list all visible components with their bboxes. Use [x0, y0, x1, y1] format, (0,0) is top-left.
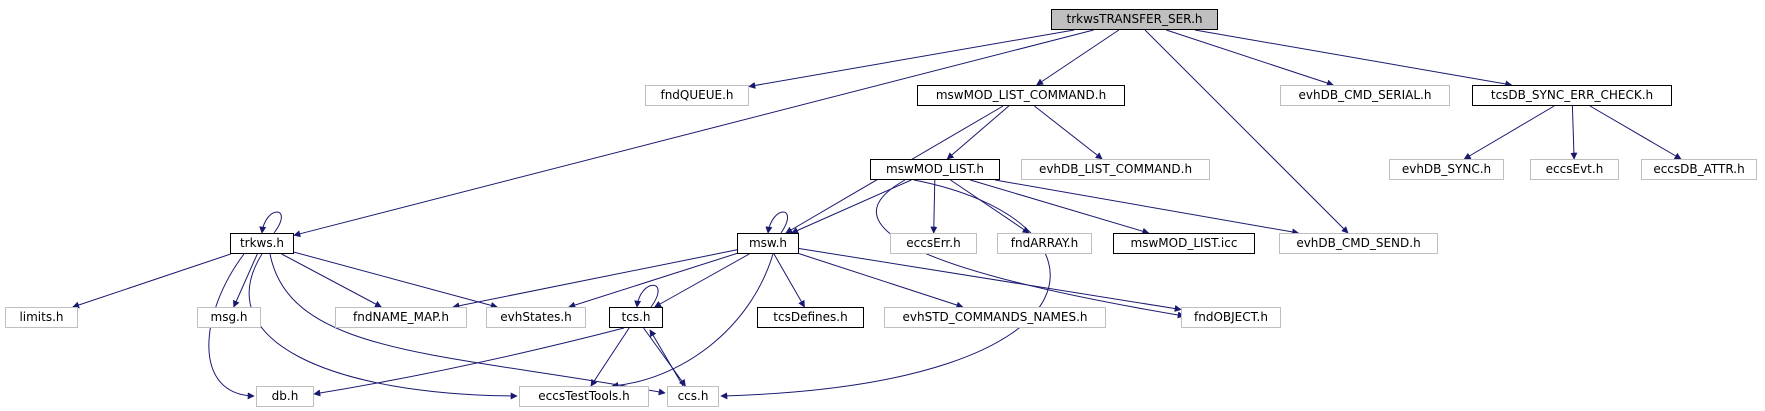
node-evhDB_SYNC-h[interactable]: evhDB_SYNC.h: [1389, 159, 1504, 180]
edge-mswMOD_LIST-to-eccsErr: [930, 179, 938, 234]
node-tcs-h[interactable]: tcs.h: [609, 307, 663, 328]
edge-msw-to-evhSTD_COMMANDS_NAMES: [798, 253, 964, 309]
edge-msw-to-fndOBJECT: [798, 248, 1182, 312]
edge-msw-to-tcs: [654, 253, 750, 308]
node-trkwsTRANSFER_SER-h[interactable]: trkwsTRANSFER_SER.h: [1051, 9, 1218, 30]
edge-msw-to-msw: [765, 211, 788, 234]
node-tcsDB_SYNC_ERR_CHECK-h[interactable]: tcsDB_SYNC_ERR_CHECK.h: [1472, 85, 1672, 106]
edge-trkws-to-limits: [72, 253, 231, 309]
edge-trkws-to-fndNAME_MAP: [281, 253, 382, 308]
node-db-h[interactable]: db.h: [256, 386, 314, 407]
node-mswMOD_LIST_COMMAND-h[interactable]: mswMOD_LIST_COMMAND.h: [917, 85, 1125, 106]
edge-ccs-to-tcs: [649, 329, 684, 387]
node-limits-h[interactable]: limits.h: [5, 307, 78, 328]
edge-msw-to-fndNAME_MAP: [452, 249, 738, 310]
node-ccs-h[interactable]: ccs.h: [667, 386, 719, 407]
node-evhSTD_COMMANDS_NAMES-h[interactable]: evhSTD_COMMANDS_NAMES.h: [884, 307, 1106, 328]
node-eccsTestTools-h[interactable]: eccsTestTools.h: [519, 386, 649, 407]
edge-root-to-evhDB_CMD_SERIAL: [1166, 29, 1334, 87]
edge-mswMOD_LIST_COMMAND-to-mswMOD_LIST: [946, 105, 1010, 160]
node-eccsErr-h[interactable]: eccsErr.h: [890, 233, 977, 254]
edge-root-to-mswMOD_LIST_COMMAND: [1036, 29, 1120, 86]
edge-trkws-to-evhStates: [293, 251, 498, 309]
edge-trkws-to-eccsTestTools: [248, 253, 518, 400]
edge-trkws-to-db: [208, 253, 255, 400]
node-msg-h[interactable]: msg.h: [197, 307, 261, 328]
edge-msw-to-evhStates: [568, 252, 738, 309]
node-evhDB_CMD_SEND-h[interactable]: evhDB_CMD_SEND.h: [1279, 233, 1438, 254]
node-eccsDB_ATTR-h[interactable]: eccsDB_ATTR.h: [1641, 159, 1757, 180]
node-evhDB_LIST_COMMAND-h[interactable]: evhDB_LIST_COMMAND.h: [1021, 159, 1210, 180]
node-mswMOD_LIST-h[interactable]: mswMOD_LIST.h: [870, 159, 1000, 180]
edge-mswMOD_LIST-to-fndARRAY: [950, 179, 1030, 234]
node-mswMOD_LIST-icc[interactable]: mswMOD_LIST.icc: [1113, 233, 1255, 254]
edge-tcs-to-db: [313, 327, 625, 397]
edge-msw-to-eccsTestTools: [611, 253, 774, 389]
node-eccsEvt-h[interactable]: eccsEvt.h: [1530, 159, 1619, 180]
edge-tcsDB_SYNC_ERR_CHECK-to-eccsDB_ATTR: [1589, 105, 1682, 160]
node-fndARRAY-h[interactable]: fndARRAY.h: [997, 233, 1092, 254]
edge-root-to-tcsDB_SYNC_ERR_CHECK: [1194, 29, 1513, 88]
node-msw-h[interactable]: msw.h: [737, 233, 799, 254]
edge-tcs-to-tcs: [634, 284, 659, 308]
edge-tcs-to-eccsTestTools: [590, 327, 630, 387]
node-fndQUEUE-h[interactable]: fndQUEUE.h: [645, 85, 749, 106]
node-evhDB_CMD_SERIAL-h[interactable]: evhDB_CMD_SERIAL.h: [1280, 85, 1450, 106]
edge-trkws-to-trkws: [259, 211, 282, 234]
edge-mswMOD_LIST-to-msw: [791, 179, 912, 234]
edge-trkws-to-msg: [233, 253, 258, 308]
node-evhStates-h[interactable]: evhStates.h: [486, 307, 586, 328]
node-fndOBJECT-h[interactable]: fndOBJECT.h: [1181, 307, 1281, 328]
edge-msw-to-tcsDefines: [773, 253, 805, 308]
edge-tcs-to-ccs: [643, 327, 686, 387]
edge-mswMOD_LIST-to-mswMOD_LIST_icc: [970, 179, 1150, 235]
edge-trkws-to-ccs: [269, 253, 666, 396]
edge-mswMOD_LIST-to-ccs: [720, 179, 1051, 400]
edge-mswMOD_LIST-to-evhDB_CMD_SEND: [995, 179, 1300, 236]
node-fndNAME_MAP-h[interactable]: fndNAME_MAP.h: [335, 307, 467, 328]
edge-root-to-evhDB_CMD_SEND: [1144, 29, 1349, 234]
edge-tcsDB_SYNC_ERR_CHECK-to-eccsEvt: [1570, 105, 1578, 160]
edge-root-to-trkws: [293, 29, 1094, 238]
node-tcsDefines-h[interactable]: tcsDefines.h: [757, 307, 864, 328]
edge-tcsDB_SYNC_ERR_CHECK-to-evhDB_SYNC: [1463, 105, 1555, 160]
edge-root-to-fndQUEUE: [748, 29, 1075, 89]
edge-mswMOD_LIST_COMMAND-to-evhDB_LIST_COMMAND: [1034, 105, 1103, 160]
node-trkws-h[interactable]: trkws.h: [230, 233, 294, 254]
